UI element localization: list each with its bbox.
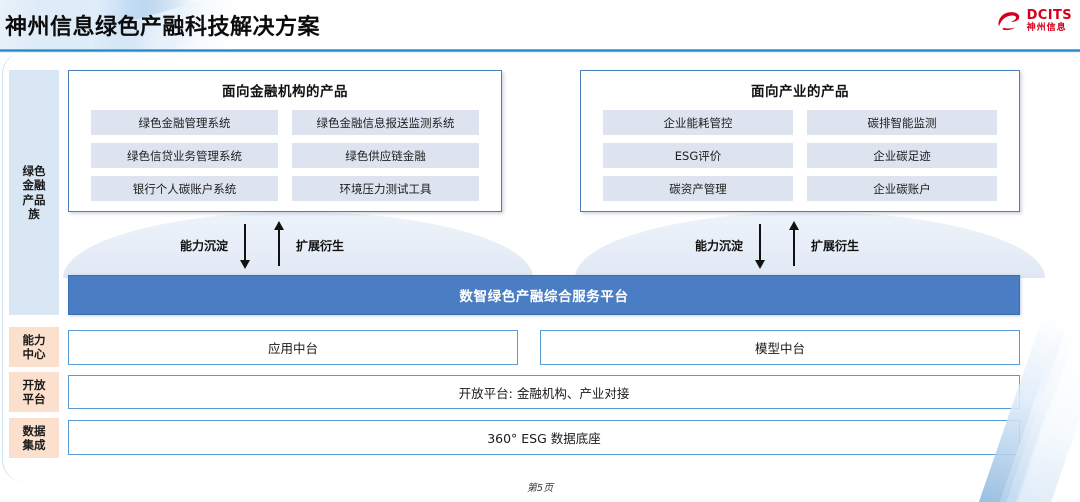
- panel-title: 面向产业的产品: [751, 84, 849, 100]
- arrow-head: [788, 221, 799, 230]
- page-title: 神州信息绿色产融科技解决方案: [5, 15, 321, 40]
- arrow-down-icon: [743, 222, 777, 269]
- platform-bar[interactable]: 数智绿色产融综合服务平台: [68, 275, 1020, 315]
- flow-label-capability-precipitation: 能力沉淀: [695, 238, 744, 253]
- logo-text-en: DCITS: [1026, 8, 1072, 23]
- arrow-stem: [793, 224, 795, 266]
- logo-text-cn: 神州信息: [1026, 23, 1067, 33]
- product-chip[interactable]: 企业碳足迹: [807, 143, 997, 168]
- product-chip[interactable]: ESG评价: [603, 143, 793, 168]
- product-chip[interactable]: 环境压力测试工具: [292, 176, 479, 201]
- product-chip[interactable]: 碳排智能监测: [807, 110, 997, 135]
- flow-label-capability-precipitation: 能力沉淀: [180, 238, 229, 253]
- product-chip[interactable]: 碳资产管理: [603, 176, 793, 201]
- arrow-down-icon: [228, 222, 262, 269]
- flow-label-expansion-derivation: 扩展衍生: [296, 238, 345, 253]
- arrow-up-icon: [262, 221, 296, 268]
- panel-title: 面向金融机构的产品: [222, 84, 348, 100]
- row-model-middle-platform[interactable]: 模型中台: [540, 330, 1020, 365]
- sidebar-item-label: 开放平台: [22, 377, 46, 406]
- arrow-stem: [278, 224, 280, 266]
- sidebar-item-label: 能力中心: [22, 332, 46, 361]
- panel-chip-grid: 企业能耗管控 碳排智能监测 ESG评价 企业碳足迹 碳资产管理 企业碳账户: [581, 100, 1019, 201]
- sidebar-item-green-finance-family[interactable]: 绿色金融产品族: [9, 70, 59, 315]
- sidebar-item-label: 绿色金融产品族: [22, 164, 46, 221]
- sidebar-item-label: 数据集成: [22, 423, 46, 452]
- product-chip[interactable]: 银行个人碳账户系统: [91, 176, 278, 201]
- logo-text: DCITS 神州信息: [1027, 9, 1072, 33]
- arrow-head: [239, 260, 250, 269]
- arrow-up-icon: [777, 221, 811, 268]
- brand-logo: DCITS 神州信息: [996, 9, 1072, 33]
- product-chip[interactable]: 企业能耗管控: [603, 110, 793, 135]
- row-app-middle-platform[interactable]: 应用中台: [68, 330, 518, 365]
- header-divider-shadow: [0, 52, 1080, 53]
- header-divider: [0, 49, 1080, 52]
- product-chip[interactable]: 绿色信贷业务管理系统: [91, 143, 278, 168]
- arrow-head: [273, 221, 284, 230]
- product-chip[interactable]: 绿色金融管理系统: [91, 110, 278, 135]
- product-chip[interactable]: 绿色供应链金融: [292, 143, 479, 168]
- arrow-stem: [759, 224, 761, 266]
- product-chip[interactable]: 绿色金融信息报送监测系统: [292, 110, 479, 135]
- row-data-foundation[interactable]: 360° ESG 数据底座: [68, 420, 1020, 455]
- dcits-swirl-logo-icon: [996, 10, 1022, 32]
- row-open-platform[interactable]: 开放平台: 金融机构、产业对接: [68, 375, 1020, 409]
- flow-group-right: 能力沉淀 扩展衍生: [695, 221, 860, 269]
- flow-group-left: 能力沉淀 扩展衍生: [180, 221, 345, 269]
- flow-label-expansion-derivation: 扩展衍生: [811, 238, 860, 253]
- panel-chip-grid: 绿色金融管理系统 绿色金融信息报送监测系统 绿色信贷业务管理系统 绿色供应链金融…: [69, 100, 501, 201]
- product-chip[interactable]: 企业碳账户: [807, 176, 997, 201]
- panel-industry-products: 面向产业的产品 企业能耗管控 碳排智能监测 ESG评价 企业碳足迹 碳资产管理 …: [580, 70, 1020, 212]
- arrow-stem: [244, 224, 246, 266]
- sidebar-item-capability-center[interactable]: 能力中心: [9, 327, 59, 367]
- page-number: 第5页: [526, 483, 554, 494]
- arrow-head: [754, 260, 765, 269]
- sidebar-item-data-integration[interactable]: 数据集成: [9, 418, 59, 458]
- panel-financial-institution-products: 面向金融机构的产品 绿色金融管理系统 绿色金融信息报送监测系统 绿色信贷业务管理…: [68, 70, 502, 212]
- sidebar-item-open-platform[interactable]: 开放平台: [9, 372, 59, 412]
